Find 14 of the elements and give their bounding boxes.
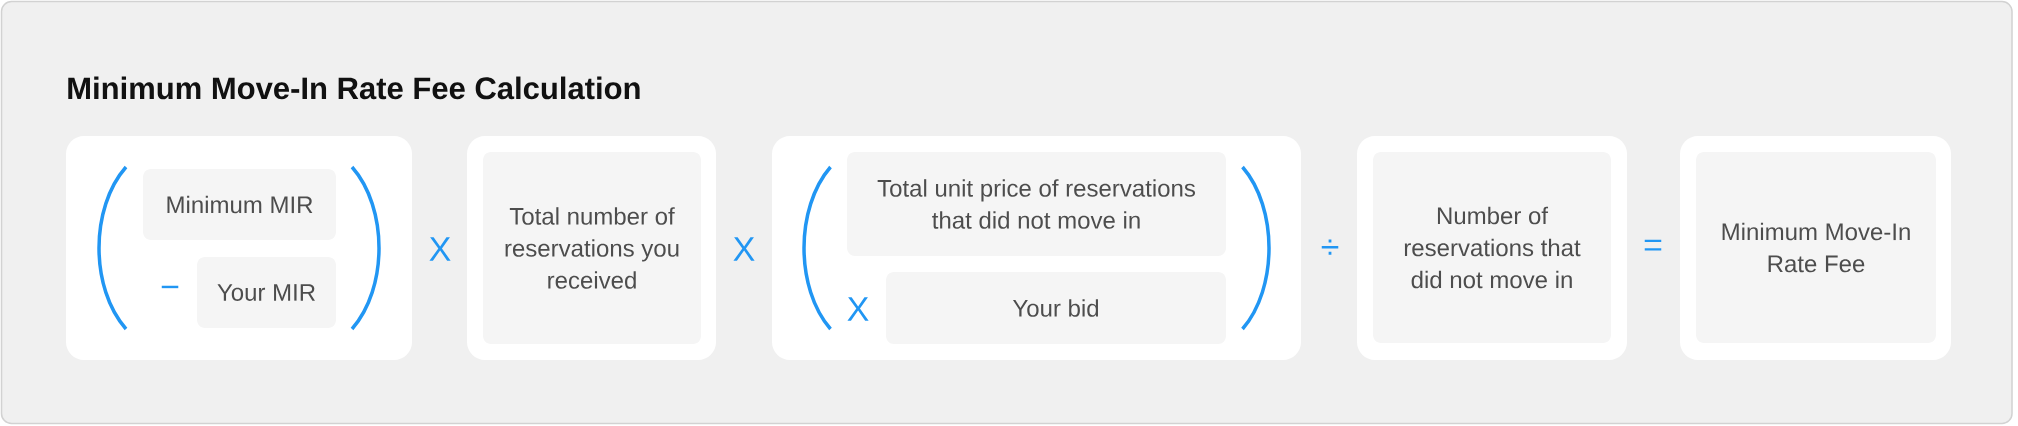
operator-sign: −: [161, 285, 179, 289]
text-box: Your MIR: [197, 257, 336, 328]
text-box: Number of reservations that did not move in: [1373, 152, 1611, 343]
operator-sign: =: [1644, 239, 1662, 251]
text-box: Minimum MIR: [143, 169, 336, 240]
text-box: Total number of reservations you received: [483, 152, 701, 344]
text-box: Minimum Move-In Rate Fee: [1696, 152, 1936, 343]
operator-sign: X: [847, 297, 869, 321]
operator-sign: ÷: [1321, 239, 1339, 255]
operator-sign: X: [733, 237, 755, 261]
text-box: Total unit price of reservations that did not move in: [847, 152, 1226, 256]
title: Minimum Move-In Rate Fee Calculation: [68, 76, 640, 100]
text-box: Your bid: [886, 272, 1226, 344]
operator-sign: X: [429, 237, 451, 261]
